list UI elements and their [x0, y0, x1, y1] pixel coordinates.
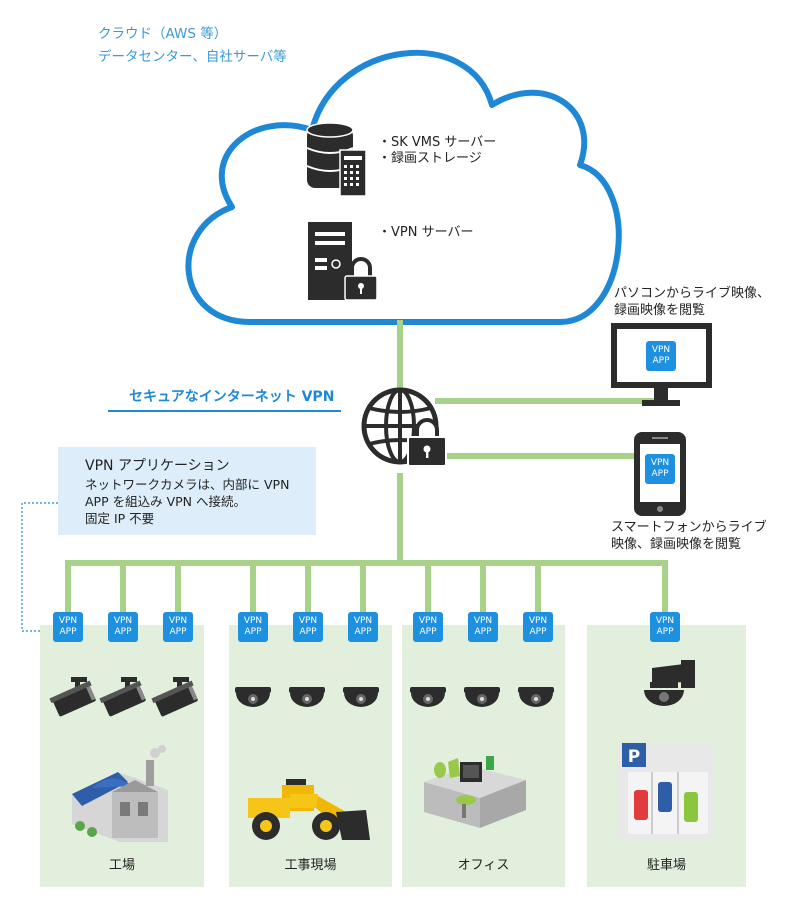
badge-text-top: VPN	[473, 616, 493, 626]
smartphone-caption-line2: 映像、録画映像を閲覧	[611, 537, 742, 552]
site-label-office: オフィス	[457, 858, 510, 873]
badge-text-bottom: APP	[656, 627, 674, 637]
badge-text-bottom: APP	[59, 627, 77, 637]
secure-vpn-heading: セキュアなインターネット VPN	[129, 389, 335, 405]
server-label-storage: ・録画ストレージ	[378, 151, 482, 166]
badge-text-bottom: APP	[244, 627, 262, 637]
vpn-app-info-line2: APP を組込み VPN へ接続。	[85, 494, 246, 509]
vpn-app-info-box: VPN アプリケーション ネットワークカメラは、内部に VPN APP を組込み…	[58, 447, 316, 535]
server-label-vms: ・SK VMS サーバー	[378, 135, 497, 150]
badge-text-bottom: APP	[652, 356, 670, 366]
badge-text-top: VPN	[655, 616, 675, 626]
pc-caption-line2: 録画映像を閲覧	[614, 303, 706, 318]
vpn-app-info-line3: 固定 IP 不要	[85, 511, 155, 526]
badge-text-bottom: APP	[354, 627, 372, 637]
database-server-icon	[306, 122, 367, 197]
badge-text-bottom: APP	[299, 627, 317, 637]
lock-icon	[344, 257, 378, 301]
network-lines	[65, 320, 668, 615]
badge-text-top: VPN	[58, 616, 78, 626]
badge-text-bottom: APP	[529, 627, 547, 637]
badge-text-top: VPN	[353, 616, 373, 626]
badge-text-bottom: APP	[169, 627, 187, 637]
secure-vpn-underline	[108, 410, 341, 412]
badge-text-top: VPN	[298, 616, 318, 626]
badge-text-top: VPN	[113, 616, 133, 626]
cloud-shape	[185, 49, 622, 325]
badge-text-top: VPN	[650, 458, 670, 468]
badge-text-bottom: APP	[474, 627, 492, 637]
cloud-caption-line1: クラウド（AWS 等）	[98, 26, 228, 42]
badge-text-top: VPN	[168, 616, 188, 626]
info-box-connector	[21, 502, 58, 632]
vpn-app-info-line1: ネットワークカメラは、内部に VPN	[85, 477, 290, 492]
smartphone-caption-line1: スマートフォンからライブ	[611, 520, 767, 535]
zone-office	[402, 625, 565, 887]
vpn-server-label: ・VPN サーバー	[378, 225, 474, 240]
badge-text-bottom: APP	[651, 469, 669, 479]
zone-parking	[587, 625, 746, 887]
zone-construction-site	[229, 625, 392, 887]
badge-text-bottom: APP	[419, 627, 437, 637]
badge-text-top: VPN	[243, 616, 263, 626]
site-label-parking: 駐車場	[646, 858, 686, 873]
site-label-construction: 工事現場	[284, 858, 337, 873]
badge-text-top: VPN	[528, 616, 548, 626]
vpn-app-info-title: VPN アプリケーション	[85, 458, 230, 474]
site-label-factory: 工場	[108, 858, 135, 873]
badge-text-top: VPN	[418, 616, 438, 626]
badge-text-bottom: APP	[114, 627, 132, 637]
cloud-caption-line2: データセンター、自社サーバ等	[98, 49, 287, 65]
pc-monitor-icon	[611, 323, 712, 406]
badge-text-top: VPN	[651, 345, 671, 355]
pc-caption-line1: パソコンからライブ映像、	[614, 286, 771, 301]
smartphone-vpn-app-badge: VPN APP	[645, 454, 675, 484]
globe-lock-icon	[407, 418, 447, 467]
zone-factory	[40, 625, 204, 887]
pc-vpn-app-badge: VPN APP	[646, 341, 676, 371]
